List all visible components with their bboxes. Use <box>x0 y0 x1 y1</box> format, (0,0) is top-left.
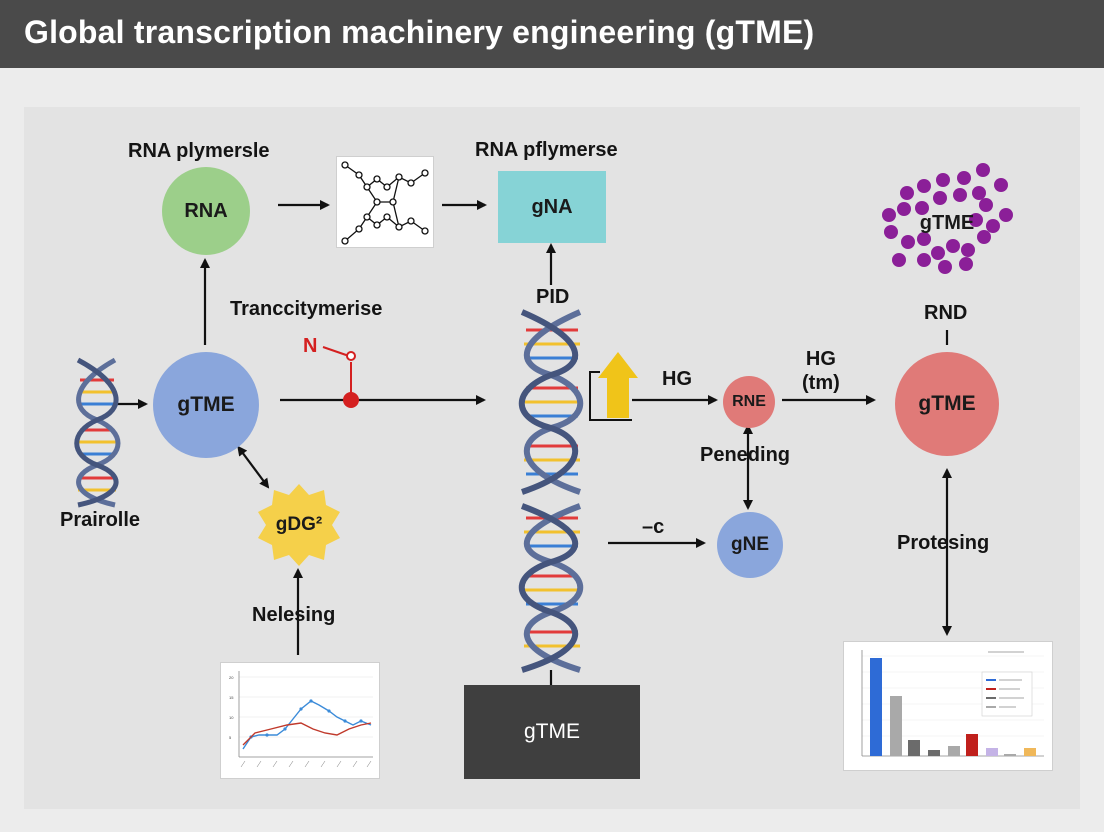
svg-text:15: 15 <box>229 695 234 700</box>
gna-box: gNA <box>498 171 606 243</box>
label-peneding: Peneding <box>700 444 791 466</box>
label-n-marker: N <box>303 335 318 357</box>
gtme-box: gTME <box>464 685 640 779</box>
label-minus-c: –c <box>642 516 665 538</box>
label-protesing: Protesing <box>897 532 990 554</box>
title-bar: Global transcription machinery engineeri… <box>0 0 1104 68</box>
dna-helix-left-icon <box>74 357 121 508</box>
svg-text:10: 10 <box>229 715 234 720</box>
gdg2-badge-shape <box>258 484 340 566</box>
line-chart-thumbnail: 20 15 10 5 <box>220 662 380 779</box>
dna-helix-mid-bottom-icon <box>518 503 584 673</box>
rna-node-label: RNA <box>184 199 228 222</box>
gtme-left-node: gTME <box>153 352 259 458</box>
gtme-box-label: gTME <box>523 720 580 743</box>
network-diagram-icon <box>336 156 434 248</box>
gtme-right-label: gTME <box>918 392 976 415</box>
n-marker-connector <box>322 346 359 408</box>
label-hg: HG <box>662 368 692 390</box>
page-title: Global transcription machinery engineeri… <box>24 14 815 50</box>
gtme-dot-cluster: gTME <box>880 160 1020 280</box>
label-rnd: RND <box>924 302 968 324</box>
label-prairolle: Prairolle <box>60 509 141 531</box>
label-nelesing: Nelesing <box>252 604 336 626</box>
gne-node: gNE <box>717 512 783 578</box>
svg-text:20: 20 <box>229 675 234 680</box>
rne-node: RNE <box>723 376 775 428</box>
bar-chart-thumbnail <box>843 641 1053 771</box>
label-hg-tm: HG (tm) <box>802 348 840 394</box>
arrow-gtme-gdg2 <box>237 445 270 489</box>
rne-label: RNE <box>732 393 766 410</box>
svg-text:5: 5 <box>229 735 232 740</box>
purple-dots-icon <box>882 163 1013 274</box>
dna-helix-mid-top-icon <box>518 309 584 495</box>
gtme-right-node: gTME <box>895 352 999 456</box>
gdg2-label: gDG² <box>275 514 323 535</box>
gne-label: gNE <box>731 534 769 555</box>
label-tranccitymerise: Tranccitymerise <box>230 298 383 320</box>
rna-node: RNA <box>162 167 250 255</box>
gna-box-label: gNA <box>531 195 573 218</box>
gtme-left-label: gTME <box>177 393 235 416</box>
label-rna-polymerase-mid: RNA pflymerse <box>475 139 618 161</box>
up-arrow-icon <box>589 352 638 421</box>
label-pid: PID <box>536 286 570 308</box>
gtme-cluster-label: gTME <box>919 212 975 234</box>
label-rna-polymerase-left: RNA plymersle <box>128 140 270 162</box>
gdg2-badge: gDG² <box>256 482 342 568</box>
